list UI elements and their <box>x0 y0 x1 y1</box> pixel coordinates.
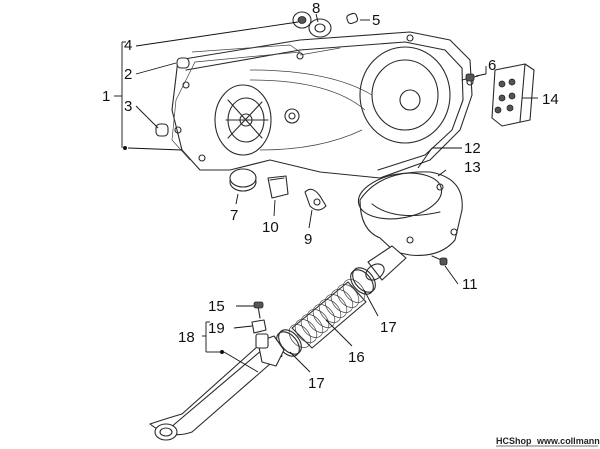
credit-url: www.collmann.eu <box>536 436 600 446</box>
callout-labels: 1 2 3 4 5 6 7 8 9 10 11 12 13 14 15 16 1… <box>102 0 559 392</box>
clip-part-10 <box>267 175 289 199</box>
connector-block-part-14 <box>491 63 535 127</box>
callout-1: 1 <box>102 88 110 105</box>
callout-14: 14 <box>542 91 559 108</box>
callout-9: 9 <box>304 231 312 248</box>
transmission-cover <box>171 31 474 179</box>
screw-part-11 <box>431 255 448 266</box>
intake-pipe-part-18 <box>149 333 285 441</box>
callout-19: 19 <box>208 320 225 337</box>
callout-7: 7 <box>230 207 238 224</box>
callout-12: 12 <box>464 140 481 157</box>
callout-16: 16 <box>348 349 365 366</box>
screw-part-15 <box>253 301 264 319</box>
air-duct-part-13 <box>357 171 463 281</box>
callout-17-upper: 17 <box>380 319 397 336</box>
callout-8: 8 <box>312 0 320 17</box>
screw-part-6 <box>461 73 479 82</box>
hose-clamp-upper-part-17 <box>350 267 376 295</box>
callout-6: 6 <box>488 57 496 74</box>
watermark-credit: HCShop www.collmann.eu <box>496 436 600 447</box>
callout-15: 15 <box>208 298 225 315</box>
callout-4: 4 <box>124 37 132 54</box>
callout-2: 2 <box>124 66 132 83</box>
callout-10: 10 <box>262 219 279 236</box>
callout-13: 13 <box>464 159 481 176</box>
callout-3: 3 <box>124 98 132 115</box>
corrugated-hose-part-16 <box>288 279 367 349</box>
callout-18: 18 <box>178 329 195 346</box>
leader-lines <box>114 13 538 373</box>
clip-part-19 <box>251 319 267 334</box>
svg-text:HCShop www.collmann.eu: HCShop www.collmann.eu <box>496 436 600 446</box>
dowel-part-2 <box>176 57 190 69</box>
bracket-part-9 <box>304 188 327 211</box>
credit-shop: HCShop <box>496 436 532 446</box>
dowel-pin-part-5 <box>346 12 359 25</box>
seal-ring-part-8 <box>292 11 332 38</box>
callout-17-lower: 17 <box>308 375 325 392</box>
cap-part-7 <box>229 168 257 192</box>
cover-gasket <box>171 44 301 161</box>
dowel-part-3 <box>155 123 169 137</box>
callout-11: 11 <box>462 276 478 293</box>
callout-5: 5 <box>372 12 380 29</box>
